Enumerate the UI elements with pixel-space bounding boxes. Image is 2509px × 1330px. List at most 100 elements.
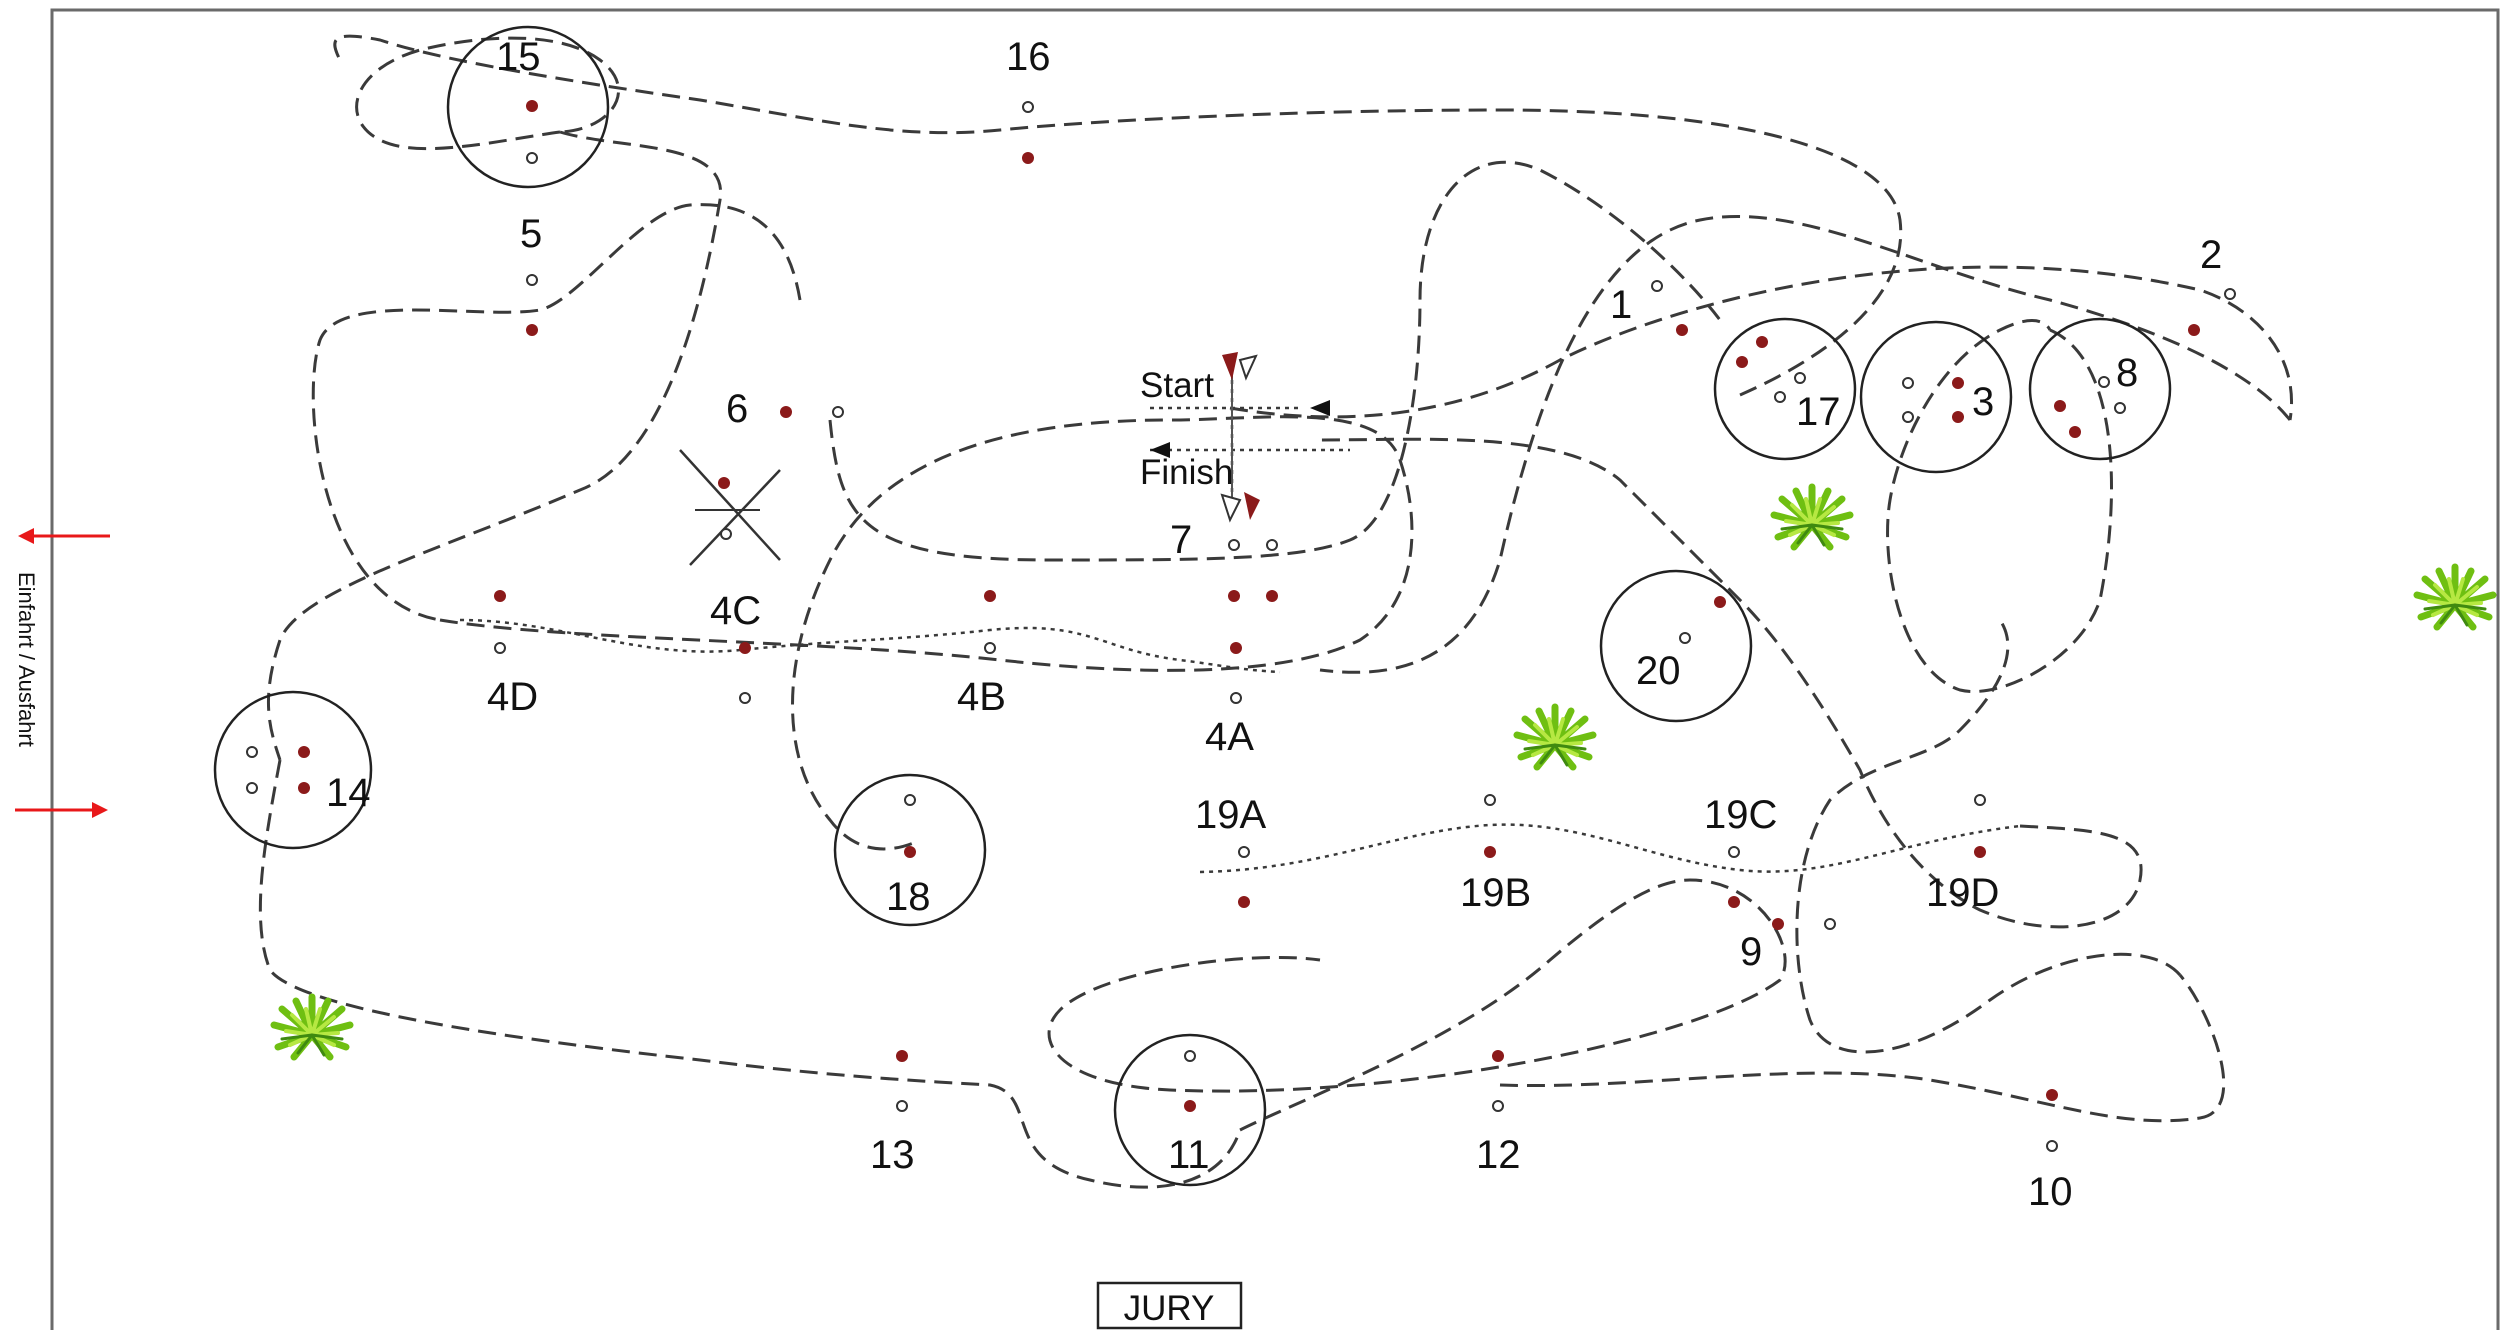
obstacle-label-6: 6: [726, 387, 748, 431]
white-flag: [1794, 372, 1806, 384]
ring-20: [1599, 569, 1753, 723]
red-flag: [1736, 356, 1748, 368]
start-red-flag: [1222, 352, 1238, 380]
white-flag: [2224, 288, 2236, 300]
obstacle-label-4d: 4D: [487, 675, 538, 719]
finish-red-flag: [1244, 492, 1260, 520]
red-flag: [298, 782, 310, 794]
red-flag: [526, 324, 538, 336]
red-flag: [1728, 896, 1740, 908]
ring-3: [1859, 320, 2013, 474]
route-11-loop-to-9: [1047, 878, 1787, 1132]
route-17-to-16: [333, 34, 1903, 397]
obstacle-label-19c: 19C: [1704, 793, 1777, 837]
jury-box-border: [1096, 1281, 1243, 1330]
white-flag: [1022, 101, 1034, 113]
white-flag: [1774, 391, 1786, 403]
white-flag: [246, 782, 258, 794]
serpentine-19-line: [1199, 823, 2021, 874]
plants: [274, 487, 2493, 1057]
entry-exit-label: Einfahrt / Ausfahrt: [14, 572, 39, 747]
cross-line-a: [679, 449, 781, 561]
obstacle-label-15: 15: [496, 35, 541, 79]
red-flag: [1952, 411, 1964, 423]
white-flag: [1902, 377, 1914, 389]
red-flag: [2188, 324, 2200, 336]
white-flag: [1902, 411, 1914, 423]
obstacle-label-12: 12: [1476, 1133, 1521, 1177]
red-flag: [904, 846, 916, 858]
finish-label: Finish: [1140, 453, 1233, 492]
ring-8: [2028, 317, 2172, 461]
white-flag: [526, 274, 538, 286]
white-flag: [896, 1100, 908, 1112]
white-flag: [1492, 1100, 1504, 1112]
obstacle-label-14: 14: [326, 771, 371, 815]
red-flag: [1022, 152, 1034, 164]
white-flag: [2046, 1140, 2058, 1152]
red-flag: [1238, 896, 1250, 908]
white-flag: [246, 746, 258, 758]
obstacle-label-5: 5: [520, 212, 542, 256]
red-flag: [739, 642, 751, 654]
start-arrow-head: [1310, 400, 1330, 416]
obstacle-label-19a: 19A: [1195, 793, 1266, 837]
entry-exit: Einfahrt / Ausfahrt: [14, 528, 110, 818]
obstacle-label-2: 2: [2200, 233, 2222, 277]
white-flag: [739, 692, 751, 704]
red-flag: [780, 406, 792, 418]
finish-white-flag: [1220, 493, 1242, 523]
red-flag: [1184, 1100, 1196, 1112]
jury-box: JURY: [1096, 1281, 1243, 1330]
jury-label: JURY: [1124, 1289, 1215, 1328]
course-route: [258, 34, 2293, 1189]
white-flag: [1974, 794, 1986, 806]
serpentine-4-line: [459, 618, 1281, 674]
obstacle-label-10: 10: [2028, 1170, 2073, 1214]
white-flag: [494, 642, 506, 654]
obstacle-label-1: 1: [1610, 283, 1632, 327]
arena-border: [50, 8, 2500, 1330]
red-flag: [896, 1050, 908, 1062]
white-flag: [984, 642, 996, 654]
obstacle-label-13: 13: [870, 1133, 915, 1177]
white-flag: [1238, 846, 1250, 858]
red-flag: [1772, 918, 1784, 930]
white-flag: [526, 152, 538, 164]
ring-17: [1713, 317, 1857, 461]
flags: [246, 100, 2236, 1152]
white-flag: [1266, 539, 1278, 551]
red-flag: [298, 746, 310, 758]
white-flag: [1824, 918, 1836, 930]
red-flag: [718, 477, 730, 489]
red-flag: [494, 590, 506, 602]
plant-icon: [1774, 487, 1850, 547]
obstacle-label-4b: 4B: [957, 675, 1006, 719]
white-flag: [720, 528, 732, 540]
ring-14: [213, 690, 373, 850]
ring-11: [1113, 1033, 1267, 1187]
route-19d-return: [1319, 437, 2143, 929]
red-flag: [2046, 1089, 2058, 1101]
red-flag: [2054, 400, 2066, 412]
red-flag: [1266, 590, 1278, 602]
start-label: Start: [1140, 366, 1214, 405]
plant-icon: [1517, 707, 1593, 767]
ring-15: [446, 25, 610, 189]
obstacle-label-3: 3: [1972, 380, 1994, 424]
obstacle-label-7: 7: [1170, 518, 1192, 562]
route-15-to-14: [266, 130, 723, 761]
red-flag: [1676, 324, 1688, 336]
red-flag: [1230, 642, 1242, 654]
obstacle-label-19d: 19D: [1926, 871, 1999, 915]
white-flag: [832, 406, 844, 418]
red-flag: [2069, 426, 2081, 438]
obstacle-label-19b: 19B: [1460, 871, 1531, 915]
route-12-to-10: [1499, 974, 2226, 1123]
red-flag: [1492, 1050, 1504, 1062]
obstacle-label-17: 17: [1796, 390, 1841, 434]
red-flag: [1756, 336, 1768, 348]
white-flag: [1230, 692, 1242, 704]
plant-icon: [274, 997, 350, 1057]
